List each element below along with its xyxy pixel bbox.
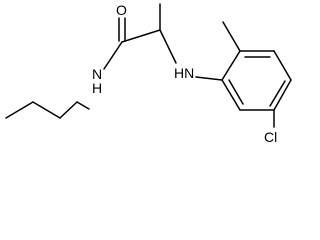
ring-bond-c6-c1 bbox=[221, 79, 241, 111]
amine-nh-label: HN bbox=[174, 65, 194, 81]
bond-carbonyl-alpha bbox=[121, 29, 161, 43]
bond-amide-n-carbonyl bbox=[103, 41, 123, 70]
ring-inner-bond-c6-c1 bbox=[228, 79, 244, 105]
chemical-structure: O N H HN Cl bbox=[5, 2, 292, 145]
amide-nitrogen-label: N bbox=[92, 66, 102, 82]
chlorine-label: Cl bbox=[264, 129, 277, 145]
ring-bond-c1-c2 bbox=[221, 50, 241, 81]
bond-ch2-amide-n bbox=[76, 101, 90, 110]
carbonyl-oxygen-label: O bbox=[116, 2, 127, 18]
bond-propyl-ch2-ch2 bbox=[32, 101, 61, 119]
bond-alpha-nh bbox=[159, 29, 177, 64]
ring-inner-bond-c4-c5 bbox=[269, 80, 286, 107]
amide-hydrogen-label: H bbox=[92, 80, 102, 96]
bond-nh-ring bbox=[195, 76, 223, 81]
ring-bond-c3-c4 bbox=[273, 50, 292, 81]
ring-bond-c4-c5 bbox=[273, 79, 292, 111]
bond-propyl-ch3-ch2 bbox=[5, 101, 34, 119]
bond-ring-methyl bbox=[222, 21, 241, 52]
bond-propyl-ch2-ch2n bbox=[59, 101, 78, 119]
